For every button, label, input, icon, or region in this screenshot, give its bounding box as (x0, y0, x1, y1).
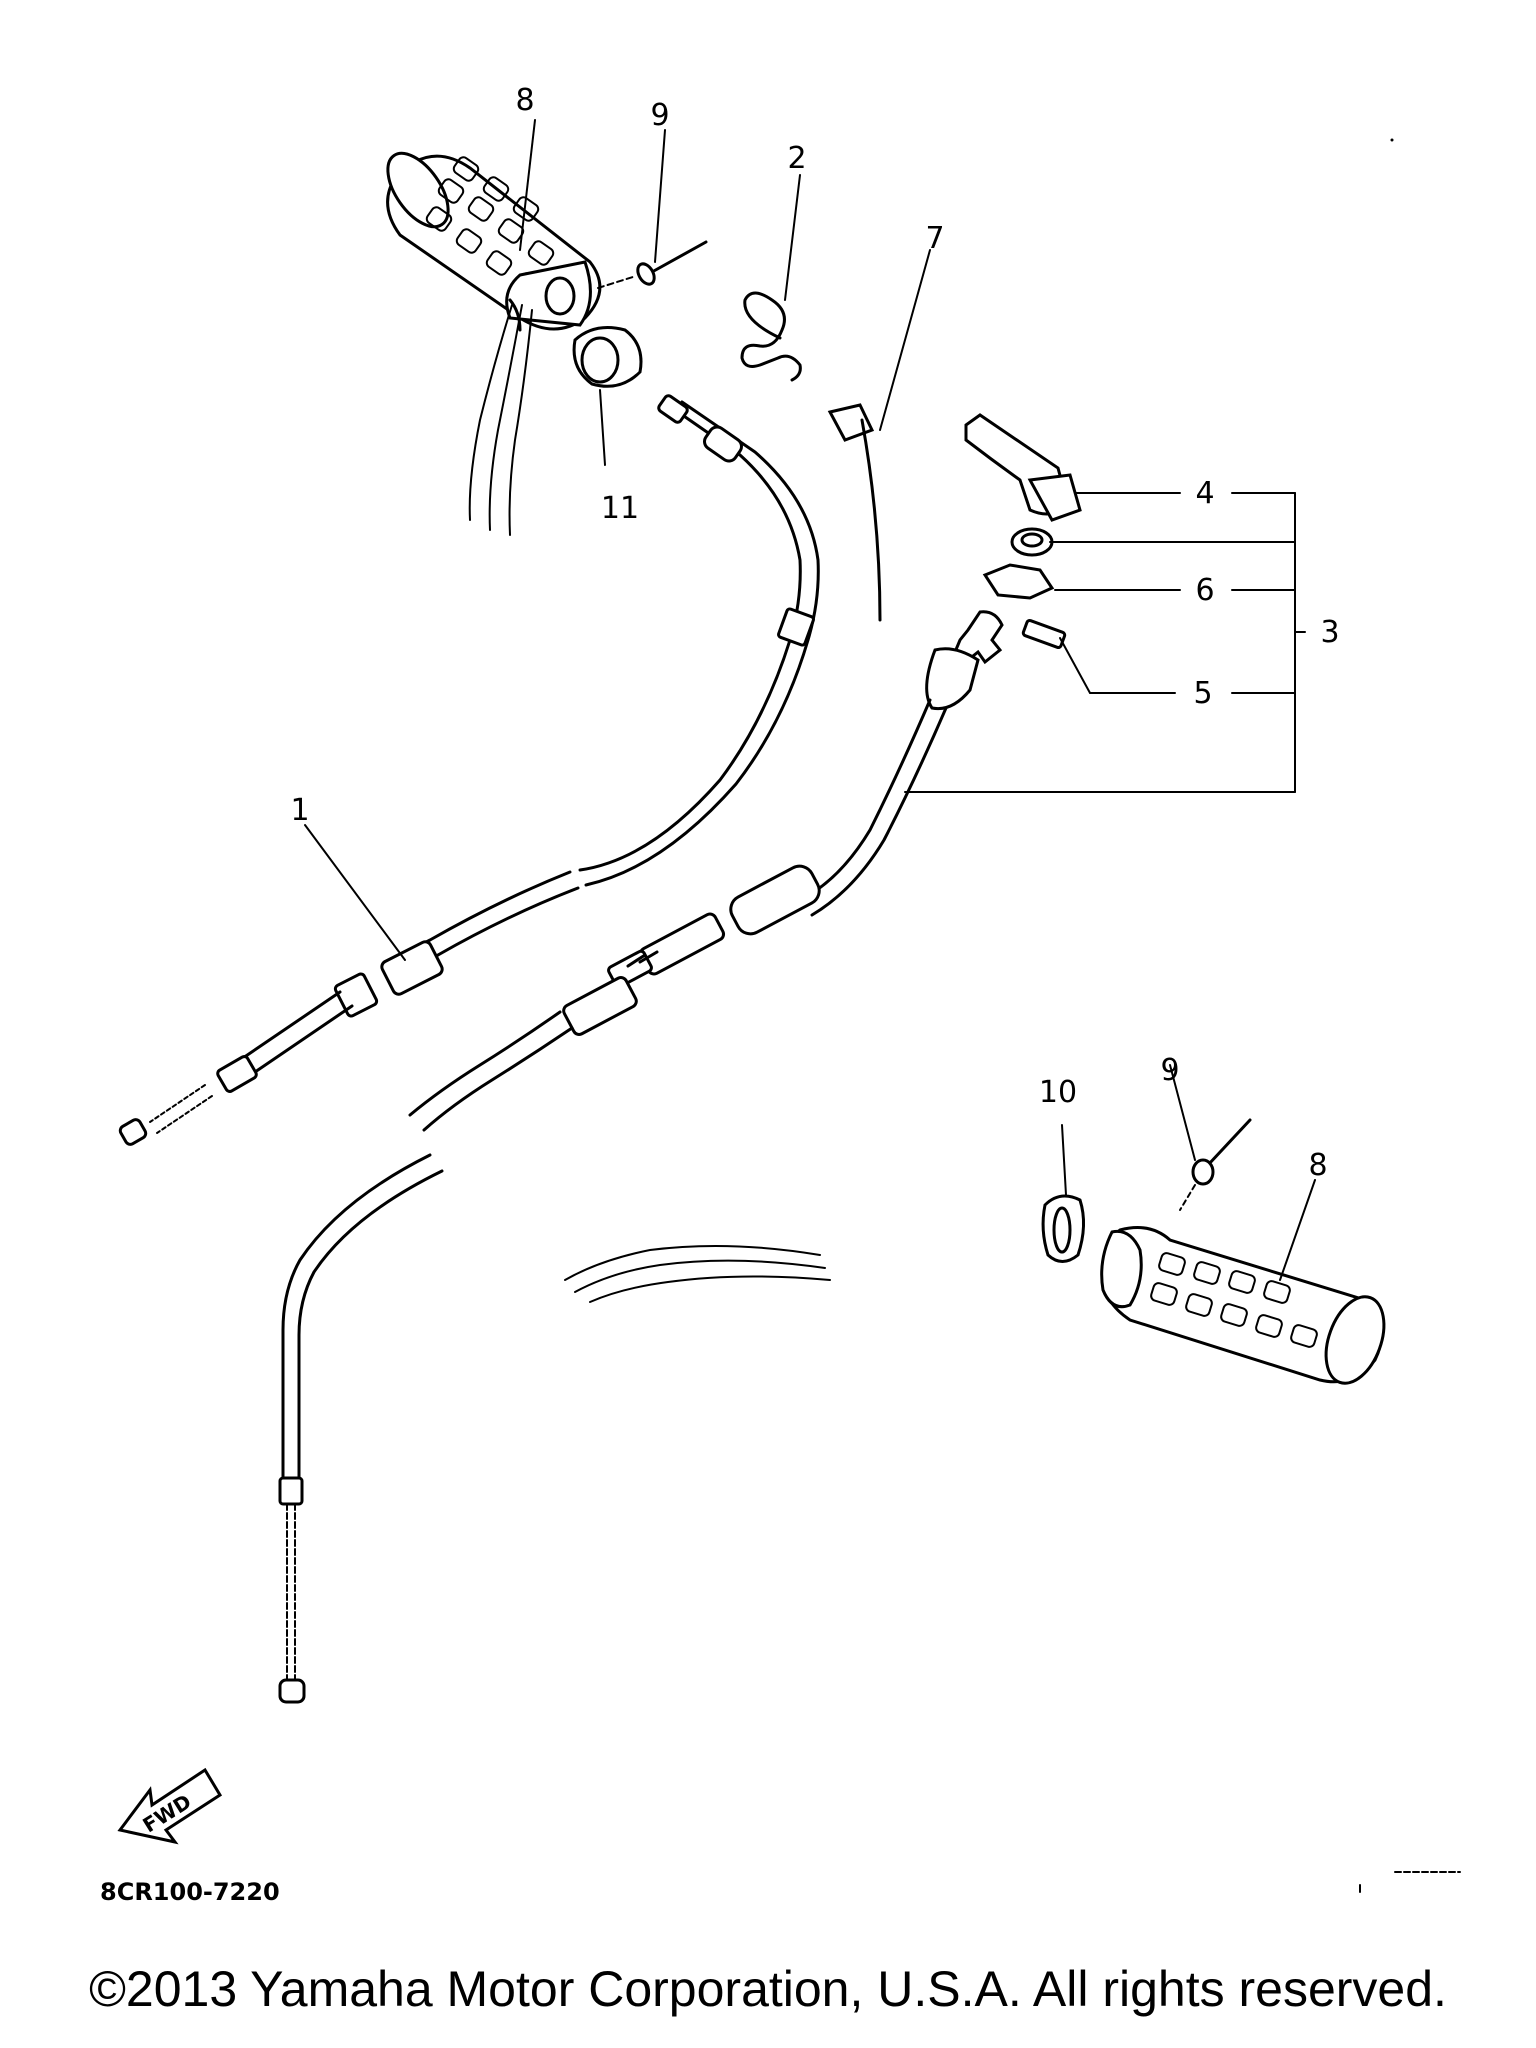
callout-5: 5 (1193, 676, 1212, 711)
callout-10: 10 (1039, 1075, 1077, 1110)
scan-marks (1359, 138, 1461, 1893)
callout-8-top: 8 (515, 83, 534, 118)
throttle-pin (827, 403, 882, 622)
collar-10 (1041, 1194, 1085, 1263)
callout-9-bottom: 9 (1160, 1053, 1179, 1088)
spring-clip (740, 291, 802, 382)
callout-9-top: 9 (650, 98, 669, 133)
leader-lines (304, 119, 1316, 1281)
collar-11 (572, 326, 643, 388)
nut-6 (982, 563, 1055, 600)
copyright-notice: ©2013 Yamaha Motor Corporation, U.S.A. A… (89, 1961, 1447, 2017)
pin-bottom (1179, 1118, 1252, 1211)
callouts: 8 9 2 7 11 4 6 3 5 1 10 9 8 (290, 83, 1339, 1183)
cable-1 (118, 394, 820, 1146)
callout-4: 4 (1195, 476, 1214, 511)
throttle-lever (964, 413, 1082, 522)
callout-8-bottom: 8 (1308, 1148, 1327, 1183)
callout-6: 6 (1195, 573, 1214, 608)
callout-7: 7 (925, 221, 944, 256)
throttle-cable (278, 610, 1004, 1704)
washer (1010, 527, 1054, 557)
pin-top (597, 240, 708, 289)
pin-5 (1021, 618, 1067, 650)
fwd-arrow-icon: FWD (117, 1767, 223, 1845)
callout-3: 3 (1320, 615, 1339, 650)
grip-left (386, 151, 602, 536)
callout-11: 11 (601, 491, 639, 526)
callout-1: 1 (290, 793, 309, 828)
grip-right (564, 1226, 1386, 1385)
part-code: 8CR100-7220 (100, 1878, 280, 1906)
callout-2: 2 (787, 141, 806, 176)
